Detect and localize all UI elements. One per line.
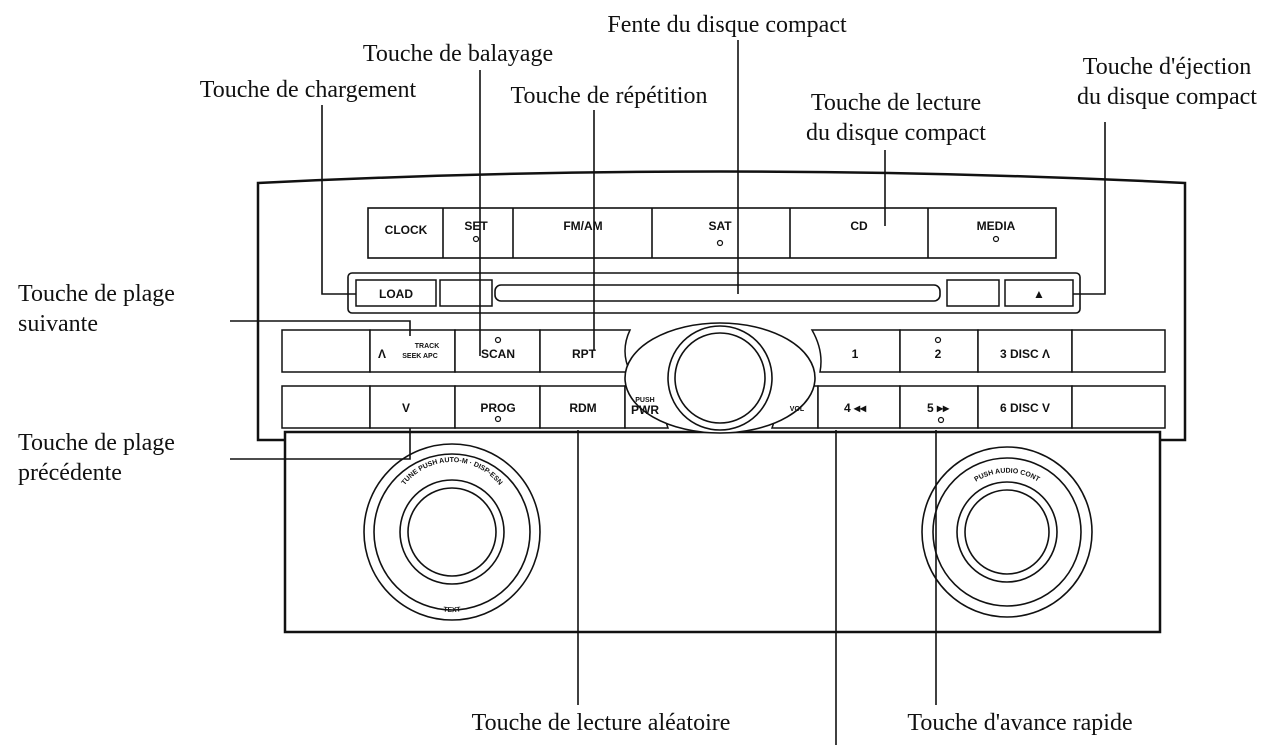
preset-1-label: 1 (852, 347, 859, 361)
media-label: MEDIA (977, 219, 1016, 233)
preset-5-indicator (937, 416, 945, 424)
text-knob-label: TEXT (443, 606, 462, 614)
cd-slot (494, 284, 941, 302)
sat-label: SAT (708, 219, 732, 233)
prev-callout-line2: précédente (18, 460, 122, 486)
prog-indicator (494, 415, 502, 423)
slot-callout: Fente du disque compact (607, 12, 847, 38)
preset-6-label: 6 DISC V (1000, 401, 1050, 415)
clock-label: CLOCK (385, 223, 428, 237)
play-callout-line1: Touche de lecture (811, 90, 981, 116)
up-label: Λ (378, 347, 386, 361)
cd-label: CD (850, 219, 868, 233)
preset-row-upper (281, 329, 1166, 373)
blank-button (439, 279, 493, 307)
set-label: SET (464, 219, 488, 233)
repeat-callout: Touche de répétition (511, 83, 708, 109)
play-callout-line2: du disque compact (806, 120, 986, 146)
preset-1-key[interactable] (810, 329, 901, 373)
rpt-label: RPT (572, 347, 597, 361)
vol-label: VOL (790, 406, 805, 413)
load-label: LOAD (379, 287, 413, 301)
eject-callout-line2: du disque compact (1077, 84, 1257, 110)
scan-indicator (494, 336, 502, 344)
random-callout: Touche de lecture aléatoire (472, 710, 731, 736)
tune-knob[interactable] (363, 443, 541, 621)
callouts: Fente du disque compact Touche de balaya… (18, 12, 1257, 736)
seek-apc-label: SEEK APC (402, 353, 438, 360)
load-callout: Touche de chargement (200, 77, 417, 103)
set-indicator (472, 235, 480, 243)
source-button-bar (367, 207, 1057, 259)
track-label: TRACK (415, 343, 440, 350)
button-labels: CLOCK SET FM/AM SAT CD MEDIA LOAD ▲ Λ TR… (378, 219, 1050, 417)
scan-callout: Touche de balayage (363, 41, 553, 67)
rdm-label: RDM (569, 401, 596, 415)
load-button[interactable] (355, 279, 437, 307)
track-down-button[interactable] (369, 385, 456, 429)
down-label: V (402, 401, 410, 415)
fmam-label: FM/AM (563, 219, 602, 233)
prog-label: PROG (480, 401, 515, 415)
scan-label: SCAN (481, 347, 515, 361)
radio-faceplate (256, 170, 1187, 634)
ff-callout: Touche d'avance rapide (907, 710, 1132, 736)
preset-2-label: 2 (935, 347, 942, 361)
leader-lines (230, 40, 1106, 745)
push-label: PUSH (635, 397, 654, 404)
media-indicator (992, 235, 1000, 243)
audio-knob[interactable] (921, 446, 1093, 618)
cd-logo (946, 279, 1000, 307)
next-callout-line2: suivante (18, 311, 98, 337)
preset-4-label: 4 ◂◂ (844, 401, 867, 415)
eject-label: ▲ (1033, 287, 1045, 301)
prev-callout-line1: Touche de plage (18, 430, 175, 456)
preset-3-label: 3 DISC Λ (1000, 347, 1050, 361)
volume-knob[interactable] (624, 322, 816, 434)
eject-button[interactable] (1004, 279, 1074, 307)
preset-5-label: 5 ▸▸ (927, 401, 950, 415)
preset-2-indicator (934, 336, 942, 344)
next-callout-line1: Touche de plage (18, 281, 175, 307)
pwr-label: PWR (631, 403, 659, 417)
eject-callout-line1: Touche d'éjection (1083, 54, 1252, 80)
sat-indicator (716, 239, 724, 247)
